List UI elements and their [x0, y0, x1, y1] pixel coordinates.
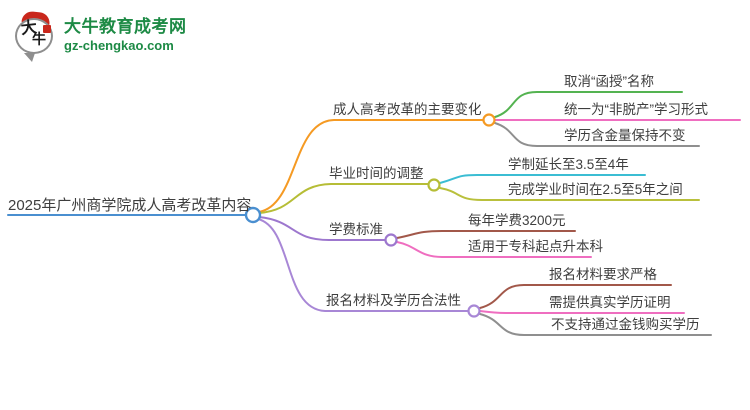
branch-2-child-1-label[interactable]: 完成学业时间在2.5至5年之间 [508, 182, 683, 197]
connector-branch-2-child-1 [439, 187, 700, 201]
logo-text-block: 大牛教育成考网 gz-chengkao.com [64, 17, 187, 53]
branch-2-node-circle[interactable] [427, 178, 441, 192]
branch-1-child-1-label[interactable]: 统一为“非脱产”学习形式 [564, 102, 708, 117]
branch-4-child-1-label[interactable]: 需提供真实学历证明 [549, 295, 671, 310]
site-url: gz-chengkao.com [64, 38, 174, 53]
branch-1-node-circle[interactable] [482, 113, 496, 127]
branch-3-label[interactable]: 学费标准 [329, 222, 383, 237]
connector-branch-2 [258, 183, 429, 214]
connector-branch-1-child-2 [494, 122, 700, 147]
branch-3-child-1-label[interactable]: 适用于专科起点升本科 [468, 239, 603, 254]
logo-char-niu: 牛 [32, 31, 46, 47]
connector-branch-4-child-1 [479, 310, 685, 314]
connector-branch-4-child-2 [479, 313, 712, 336]
connector-branch-4 [257, 218, 469, 312]
logo-speech-bubble [15, 18, 53, 54]
branch-2-child-0-label[interactable]: 学制延长至3.5至4年 [508, 157, 629, 172]
branch-1-label[interactable]: 成人高考改革的主要变化 [333, 102, 482, 117]
branch-4-child-0-label[interactable]: 报名材料要求严格 [549, 267, 657, 282]
branch-2-label[interactable]: 毕业时间的调整 [329, 166, 424, 181]
logo-speech-bubble-tail [24, 53, 35, 62]
connector-branch-3-child-1 [396, 241, 592, 258]
branch-1-child-2-label[interactable]: 学历含金量保持不变 [564, 128, 686, 143]
branch-1-child-0-label[interactable]: 取消“函授”名称 [564, 74, 654, 89]
branch-4-label[interactable]: 报名材料及学历合法性 [326, 293, 461, 308]
branch-3-node-circle[interactable] [384, 233, 398, 247]
site-logo[interactable]: 大 牛 大牛教育成考网 gz-chengkao.com [14, 10, 187, 62]
logo-red-seal [43, 25, 51, 33]
connector-branch-3-child-0 [396, 230, 576, 239]
branch-3-child-0-label[interactable]: 每年学费3200元 [468, 213, 566, 228]
connector-branch-4-child-0 [479, 284, 672, 309]
branch-4-child-2-label[interactable]: 不支持通过金钱购买学历 [551, 317, 700, 332]
branch-4-node-circle[interactable] [467, 304, 481, 318]
connector-branch-3 [258, 216, 386, 241]
root-node-label[interactable]: 2025年广州商学院成人高考改革内容 [8, 197, 252, 214]
root-node-circle[interactable] [244, 206, 262, 224]
connector-branch-1 [258, 119, 484, 213]
site-name: 大牛教育成考网 [64, 17, 187, 36]
connector-branch-1-child-0 [494, 91, 683, 118]
daniu-bull-logo-icon: 大 牛 [14, 10, 56, 62]
connector-branch-2-child-0 [439, 174, 646, 184]
